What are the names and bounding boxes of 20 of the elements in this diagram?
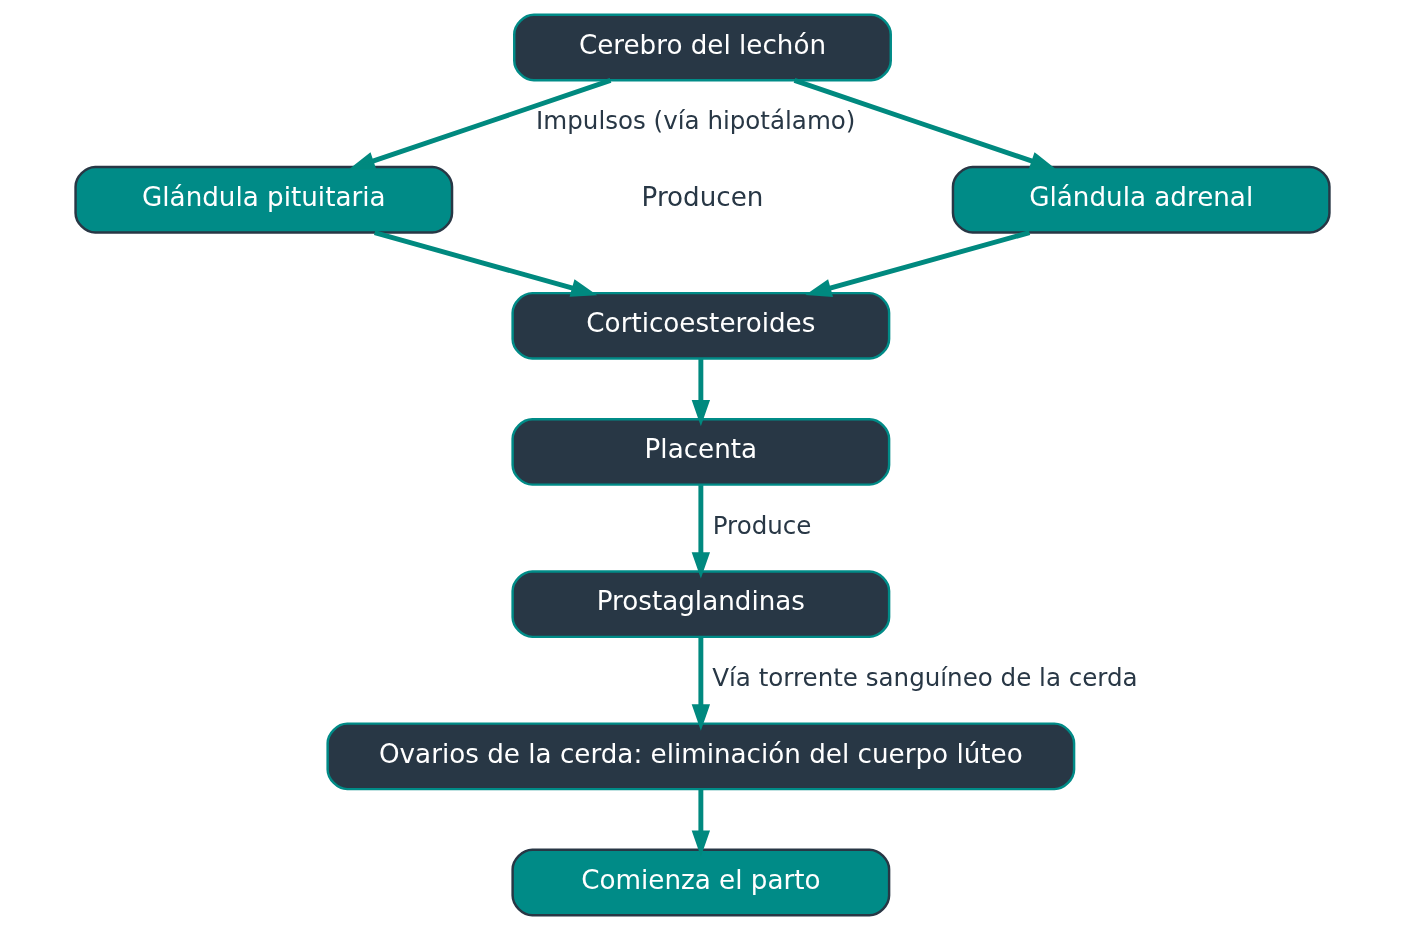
edge-label: Impulsos (vía hipotálamo) — [536, 106, 856, 136]
arrow — [691, 485, 711, 579]
node-box: Glándula pituitaria — [74, 165, 454, 234]
arrow — [691, 359, 711, 427]
node-box: Prostaglandinas — [511, 570, 891, 639]
node-box: Cerebro del lechón — [513, 13, 892, 82]
node-box: Glándula adrenal — [951, 165, 1331, 234]
edge-label: Produce — [712, 510, 812, 540]
node-box: Placenta — [511, 417, 891, 486]
arrow — [691, 789, 711, 857]
label: Producen — [641, 182, 764, 213]
node-box: Ovarios de la cerda: eliminación del cuerpo lúteo — [326, 722, 1076, 791]
arrow — [793, 78, 1057, 170]
arrow — [348, 78, 612, 170]
arrow — [691, 637, 711, 731]
node-box: Corticoesteroides — [511, 291, 891, 360]
arrow — [374, 230, 598, 297]
arrow — [805, 230, 1031, 297]
node-box: Comienza el parto — [511, 848, 891, 917]
edge-label: Vía torrente sanguíneo de la cerda — [712, 662, 1138, 692]
